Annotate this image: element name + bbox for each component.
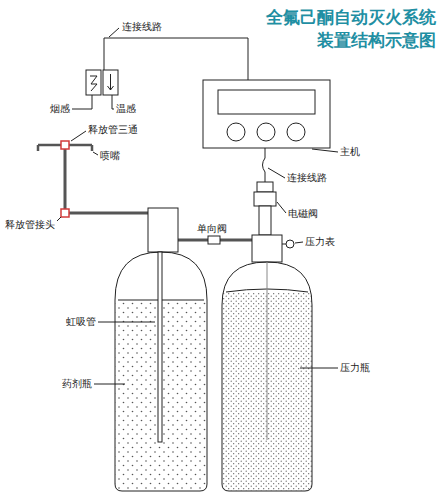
release-joint: [61, 209, 69, 217]
pressure-gauge: [286, 240, 294, 248]
check-valve: [208, 236, 220, 244]
heat-symbol: [108, 74, 114, 90]
host-button: [287, 123, 305, 141]
leader-line: [57, 217, 61, 221]
leader-line: [72, 95, 92, 109]
part-label: 释放管接头: [5, 219, 55, 231]
part-label: 释放管三通: [88, 124, 138, 136]
leader-line: [94, 384, 125, 385]
gauge-stem: [282, 244, 286, 245]
leader-line: [109, 28, 119, 37]
release-tee: [61, 141, 69, 149]
inner-tube: [267, 262, 268, 440]
part-label: 虹吸管: [66, 316, 96, 328]
pressure-bottle: [222, 262, 312, 491]
agent-bottle-neck: [148, 208, 178, 252]
agent-bottle: [115, 252, 207, 491]
sensor-label: 烟感: [50, 103, 70, 115]
wire-label: 连接线路: [122, 21, 162, 33]
part-label: 电磁阀: [288, 208, 318, 220]
leader-line: [71, 131, 86, 141]
leader-line: [112, 95, 114, 109]
leader-line: [295, 242, 303, 243]
smoke-symbol: [90, 76, 97, 91]
smoke-sensor: [86, 70, 101, 95]
part-label: 压力表: [305, 236, 335, 248]
siphon-tube: [158, 252, 162, 442]
control-host: [203, 80, 330, 148]
host-display: [218, 90, 315, 114]
leader-line: [98, 322, 155, 323]
leader-line: [277, 202, 286, 213]
solenoid-coil: [257, 182, 273, 192]
pressure-fill: [222, 292, 314, 492]
part-label: 喷嘴: [100, 150, 120, 162]
sensor-label: 温感: [116, 103, 136, 115]
diagram-title: 全氟己酮自动灭火系统 装置结构示意图: [236, 6, 436, 52]
part-label: 主机: [340, 146, 360, 158]
leader-line: [93, 152, 98, 155]
pressure-bottle-neck: [252, 235, 282, 262]
release-pipe: [65, 146, 148, 213]
solenoid-valve: [254, 192, 276, 206]
signal-wire: [104, 38, 248, 80]
signal-wire: [263, 148, 266, 182]
part-label: 单向阀: [197, 223, 227, 235]
part-label: 压力瓶: [340, 362, 370, 374]
leader-line: [300, 368, 338, 369]
leader-line: [268, 168, 285, 178]
valve-stem: [259, 206, 271, 235]
host-button: [227, 123, 245, 141]
leader-line: [312, 149, 338, 152]
host-button: [257, 123, 275, 141]
part-label: 药剂瓶: [62, 378, 92, 390]
wire-label: 连接线路: [287, 172, 327, 184]
heat-sensor: [103, 70, 118, 95]
